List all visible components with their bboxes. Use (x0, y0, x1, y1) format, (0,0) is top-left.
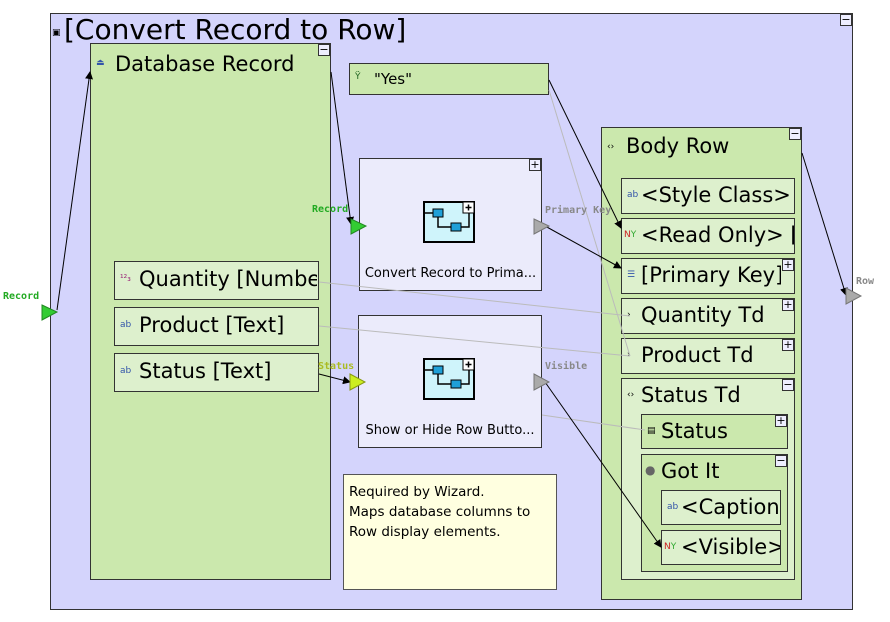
row-port-label: Row (856, 276, 875, 287)
expand-button[interactable]: + (782, 338, 794, 351)
collapse-button[interactable]: − (775, 454, 787, 467)
body-row-title: Body Row (626, 134, 730, 158)
field-icon: ▤ (647, 426, 656, 436)
process-label: Convert Record to Prima... (364, 266, 537, 281)
database-record-title: Database Record (115, 52, 295, 76)
expand-button[interactable]: + (529, 158, 541, 171)
item-label: Got It (661, 459, 720, 483)
item-primary-key[interactable]: ☰ [Primary Key] + (621, 258, 795, 294)
item-label: <Style Class> (641, 183, 791, 207)
yes-no-icon: NY (624, 230, 637, 240)
component-icon: ▣ (52, 28, 61, 38)
connector (318, 325, 631, 357)
item-read-only[interactable]: NY <Read Only> [ (621, 218, 795, 254)
connector (548, 79, 622, 229)
expand-button[interactable]: + (782, 298, 794, 311)
field-status[interactable]: ab Status [Text] (114, 353, 319, 392)
record-input-port[interactable] (41, 304, 59, 321)
field-label: Quantity [Numbe (139, 267, 317, 291)
status-port[interactable] (349, 373, 367, 391)
record-port-label: Record (3, 291, 40, 302)
convert-process[interactable]: + Convert Record to Prima... (359, 158, 542, 291)
database-icon: ⏏ (96, 58, 105, 68)
item-label: Quantity Td (641, 303, 765, 327)
expand-button[interactable]: + (782, 258, 794, 271)
item-label: <Caption] (681, 495, 780, 519)
status-port-label: Status (318, 361, 355, 372)
button-icon: ● (645, 463, 656, 477)
primary-key-port[interactable] (533, 218, 551, 235)
diagram-title: [Convert Record to Row] (64, 13, 407, 46)
collapse-button[interactable]: − (782, 378, 794, 391)
flowchart-icon (423, 201, 475, 243)
item-label: Status (661, 419, 728, 443)
connector (56, 71, 94, 311)
connector (548, 89, 631, 357)
tag-icon: › (627, 310, 631, 320)
note-line: Required by Wizard. (349, 484, 485, 500)
connector (318, 281, 631, 317)
item-label: [Primary Key] (641, 263, 781, 287)
primary-key-port-label: Primary Key (545, 205, 612, 216)
row-output-port[interactable] (845, 287, 863, 305)
flowchart-icon (423, 358, 475, 400)
item-product-td[interactable]: › Product Td + (621, 338, 795, 374)
convert-record-port[interactable] (350, 218, 368, 235)
yes-no-icon: NY (664, 542, 677, 552)
item-quantity-td[interactable]: › Quantity Td + (621, 298, 795, 334)
field-label: Product [Text] (139, 313, 285, 337)
connector (541, 414, 646, 431)
connector (544, 381, 662, 548)
expand-button[interactable]: + (775, 414, 787, 427)
constant-label: "Yes" (374, 70, 413, 88)
item-label: <Read Only> [ (641, 223, 794, 247)
item-style-class[interactable]: ab <Style Class> (621, 178, 795, 214)
connector (318, 373, 351, 385)
collapse-button[interactable]: − (840, 13, 852, 26)
item-label: Product Td (641, 343, 754, 367)
process-label: Show or Hide Row Butto... (365, 423, 535, 438)
show-hide-process[interactable]: Show or Hide Row Butto... (358, 315, 542, 448)
field-quantity[interactable]: ¹²₃ Quantity [Numbe (114, 261, 319, 300)
connector (330, 71, 355, 225)
text-icon: ab (120, 366, 132, 376)
field-label: Status [Text] (139, 359, 272, 383)
note-line: Maps database columns to (349, 504, 531, 520)
item-visible[interactable]: NY <Visible> (661, 530, 781, 565)
collapse-button[interactable]: − (318, 43, 330, 56)
item-label: <Visible> (681, 535, 780, 559)
visible-port[interactable] (533, 373, 551, 391)
record-port-label: Record (312, 204, 349, 215)
collapse-button[interactable]: − (789, 127, 801, 140)
tag-icon: ‹› (607, 142, 615, 152)
field-product[interactable]: ab Product [Text] (114, 307, 319, 346)
note[interactable]: Required by Wizard. Maps database column… (343, 474, 557, 590)
text-icon: ab (120, 320, 132, 330)
connector (544, 225, 622, 269)
visible-port-label: Visible (545, 361, 588, 372)
note-line: Row display elements. (349, 524, 501, 540)
list-icon: ☰ (627, 270, 636, 280)
item-caption[interactable]: ab <Caption] (661, 490, 781, 525)
constant-yes[interactable]: Ÿ "Yes" (349, 63, 549, 95)
text-icon: ab (667, 502, 679, 512)
item-label: Status Td (641, 383, 741, 407)
tag-icon: ‹› (627, 390, 635, 400)
tag-icon: › (627, 350, 631, 360)
item-status[interactable]: ▤ Status + (641, 414, 788, 449)
connector (801, 152, 848, 296)
text-icon: ab (627, 190, 639, 200)
yes-no-icon: Ÿ (355, 72, 361, 82)
number-icon: ¹²₃ (120, 274, 131, 284)
